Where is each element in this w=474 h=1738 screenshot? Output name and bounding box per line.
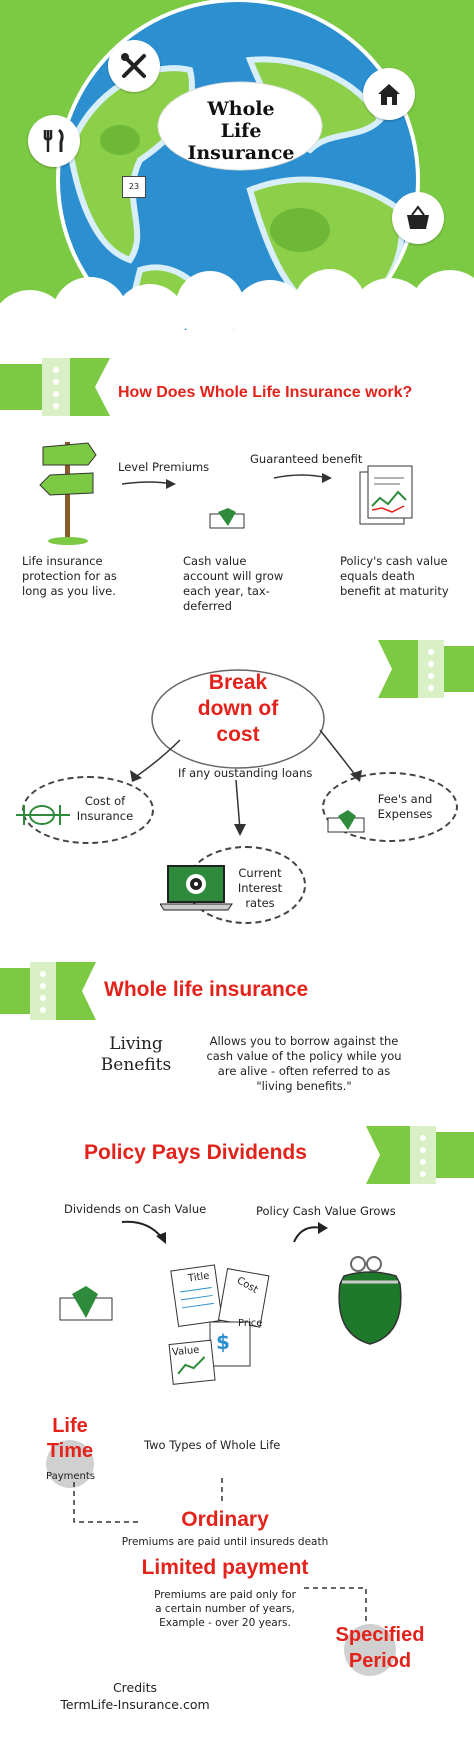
arrow-curve-icon (121, 1220, 166, 1244)
fees-expenses-label: Fee's and Expenses (370, 792, 440, 822)
limited-description: Premiums are paid only for a certain num… (130, 1588, 320, 1630)
limited-desc-line: Premiums are paid only for (154, 1589, 296, 1601)
doc-word: Price (238, 1318, 263, 1329)
calendar-icon: 23 (122, 176, 146, 198)
life-time-circle (46, 1440, 94, 1488)
payments-label: Payments (46, 1471, 95, 1482)
arrow-curve-icon (293, 1222, 328, 1243)
calendar-number: 23 (128, 182, 140, 191)
hero-title-line: Insurance (187, 142, 295, 164)
breakdown-title: Break down of cost (168, 670, 308, 748)
document-chart-icon (359, 465, 413, 525)
two-types-label: Two Types of Whole Life (144, 1438, 281, 1452)
breakdown-title-line: down of (197, 697, 279, 720)
ribbon-green-right (366, 1126, 474, 1184)
living-benefits-line: Benefits (100, 1055, 172, 1075)
dividends-label-1: Dividends on Cash Value (64, 1202, 207, 1216)
breakdown-title-line: Break (208, 671, 268, 694)
hero-section: Whole Life Insurance 23 (0, 0, 474, 360)
documents-illustration (168, 1264, 270, 1385)
life-time-line: Time (46, 1440, 94, 1462)
breakdown-bubble (151, 669, 325, 769)
life-time-line: Life (52, 1415, 88, 1437)
dividends-heading: Policy Pays Dividends (84, 1141, 307, 1164)
coin-purse-icon (338, 1256, 402, 1345)
arrow-right-icon (121, 479, 176, 489)
hero-title: Whole Life Insurance (165, 98, 317, 164)
globe-illustration (0, 0, 474, 360)
how-item-text: Life insurance protection for as long as… (22, 554, 117, 598)
interest-rates-line: rates (245, 896, 275, 910)
loans-label: If any oustanding loans (178, 766, 313, 780)
living-benefits-label: Living Benefits (88, 1034, 184, 1076)
ribbon-green-left (0, 962, 96, 1020)
whole-life-heading: Whole life insurance (104, 978, 309, 1001)
cost-insurance-line: Cost of (84, 794, 126, 808)
laptop-target-icon (160, 865, 233, 911)
how-item-text: Policy's cash value equals death benefit… (340, 554, 449, 598)
level-premiums-label: Level Premiums (118, 460, 210, 474)
home-icon (363, 68, 415, 120)
limited-desc-line: a certain number of years, (155, 1603, 295, 1615)
credits-label: Credits (112, 1680, 158, 1695)
specified-period-circle (344, 1624, 396, 1676)
signpost-illustration (39, 442, 97, 545)
basket-icon (392, 192, 444, 244)
specified-period-label: Specified Period (316, 1622, 444, 1674)
money-icon (327, 810, 365, 833)
fees-expenses-oval (322, 772, 458, 842)
interest-rates-line: Interest (237, 881, 283, 895)
interest-rates-line: Current (238, 866, 282, 880)
ordinary-heading: Ordinary (181, 1508, 269, 1531)
ordinary-description: Premiums are paid until insureds death (121, 1536, 329, 1548)
interest-rates-label: Current Interest rates (228, 866, 292, 911)
living-benefits-description: Allows you to borrow against the cash va… (206, 1034, 402, 1093)
hero-title-line: Life (220, 120, 262, 142)
money-icon (59, 1286, 113, 1321)
limited-heading: Limited payment (141, 1556, 309, 1579)
fork-knife-icon (28, 115, 80, 167)
specified-period-line: Specified (335, 1624, 425, 1646)
title-bubble (157, 81, 323, 171)
cost-insurance-label: Cost of Insurance (70, 794, 140, 824)
how-item-text: Cash value account will grow each year, … (183, 554, 284, 613)
ribbon-green-left (0, 358, 110, 416)
circuit-money-icon (16, 805, 70, 825)
how-it-works-heading: How Does Whole Life Insurance work? (118, 384, 413, 401)
fees-expenses-line: Fee's and (377, 792, 433, 806)
hero-title-line: Whole (207, 98, 275, 120)
money-icon (209, 508, 245, 529)
dividends-label-2: Policy Cash Value Grows (256, 1204, 396, 1218)
limited-desc-line: Example - over 20 years. (159, 1617, 291, 1629)
tools-icon (108, 40, 160, 92)
dashed-connectors (73, 1478, 367, 1624)
ribbon-green-right (378, 640, 474, 698)
credits-site-link[interactable]: TermLife-Insurance.com (60, 1697, 210, 1712)
fees-expenses-line: Expenses (377, 807, 433, 821)
dollar-sign-icon: $ (216, 1330, 230, 1354)
arrow-right-icon (273, 473, 332, 483)
living-benefits-line: Living (109, 1034, 163, 1054)
guaranteed-benefit-label: Guaranteed benefit (250, 452, 363, 466)
specified-period-line: Period (348, 1650, 412, 1672)
life-time-label: Life Time (30, 1414, 110, 1464)
cost-insurance-line: Insurance (76, 809, 134, 823)
breakdown-title-line: cost (216, 723, 260, 746)
